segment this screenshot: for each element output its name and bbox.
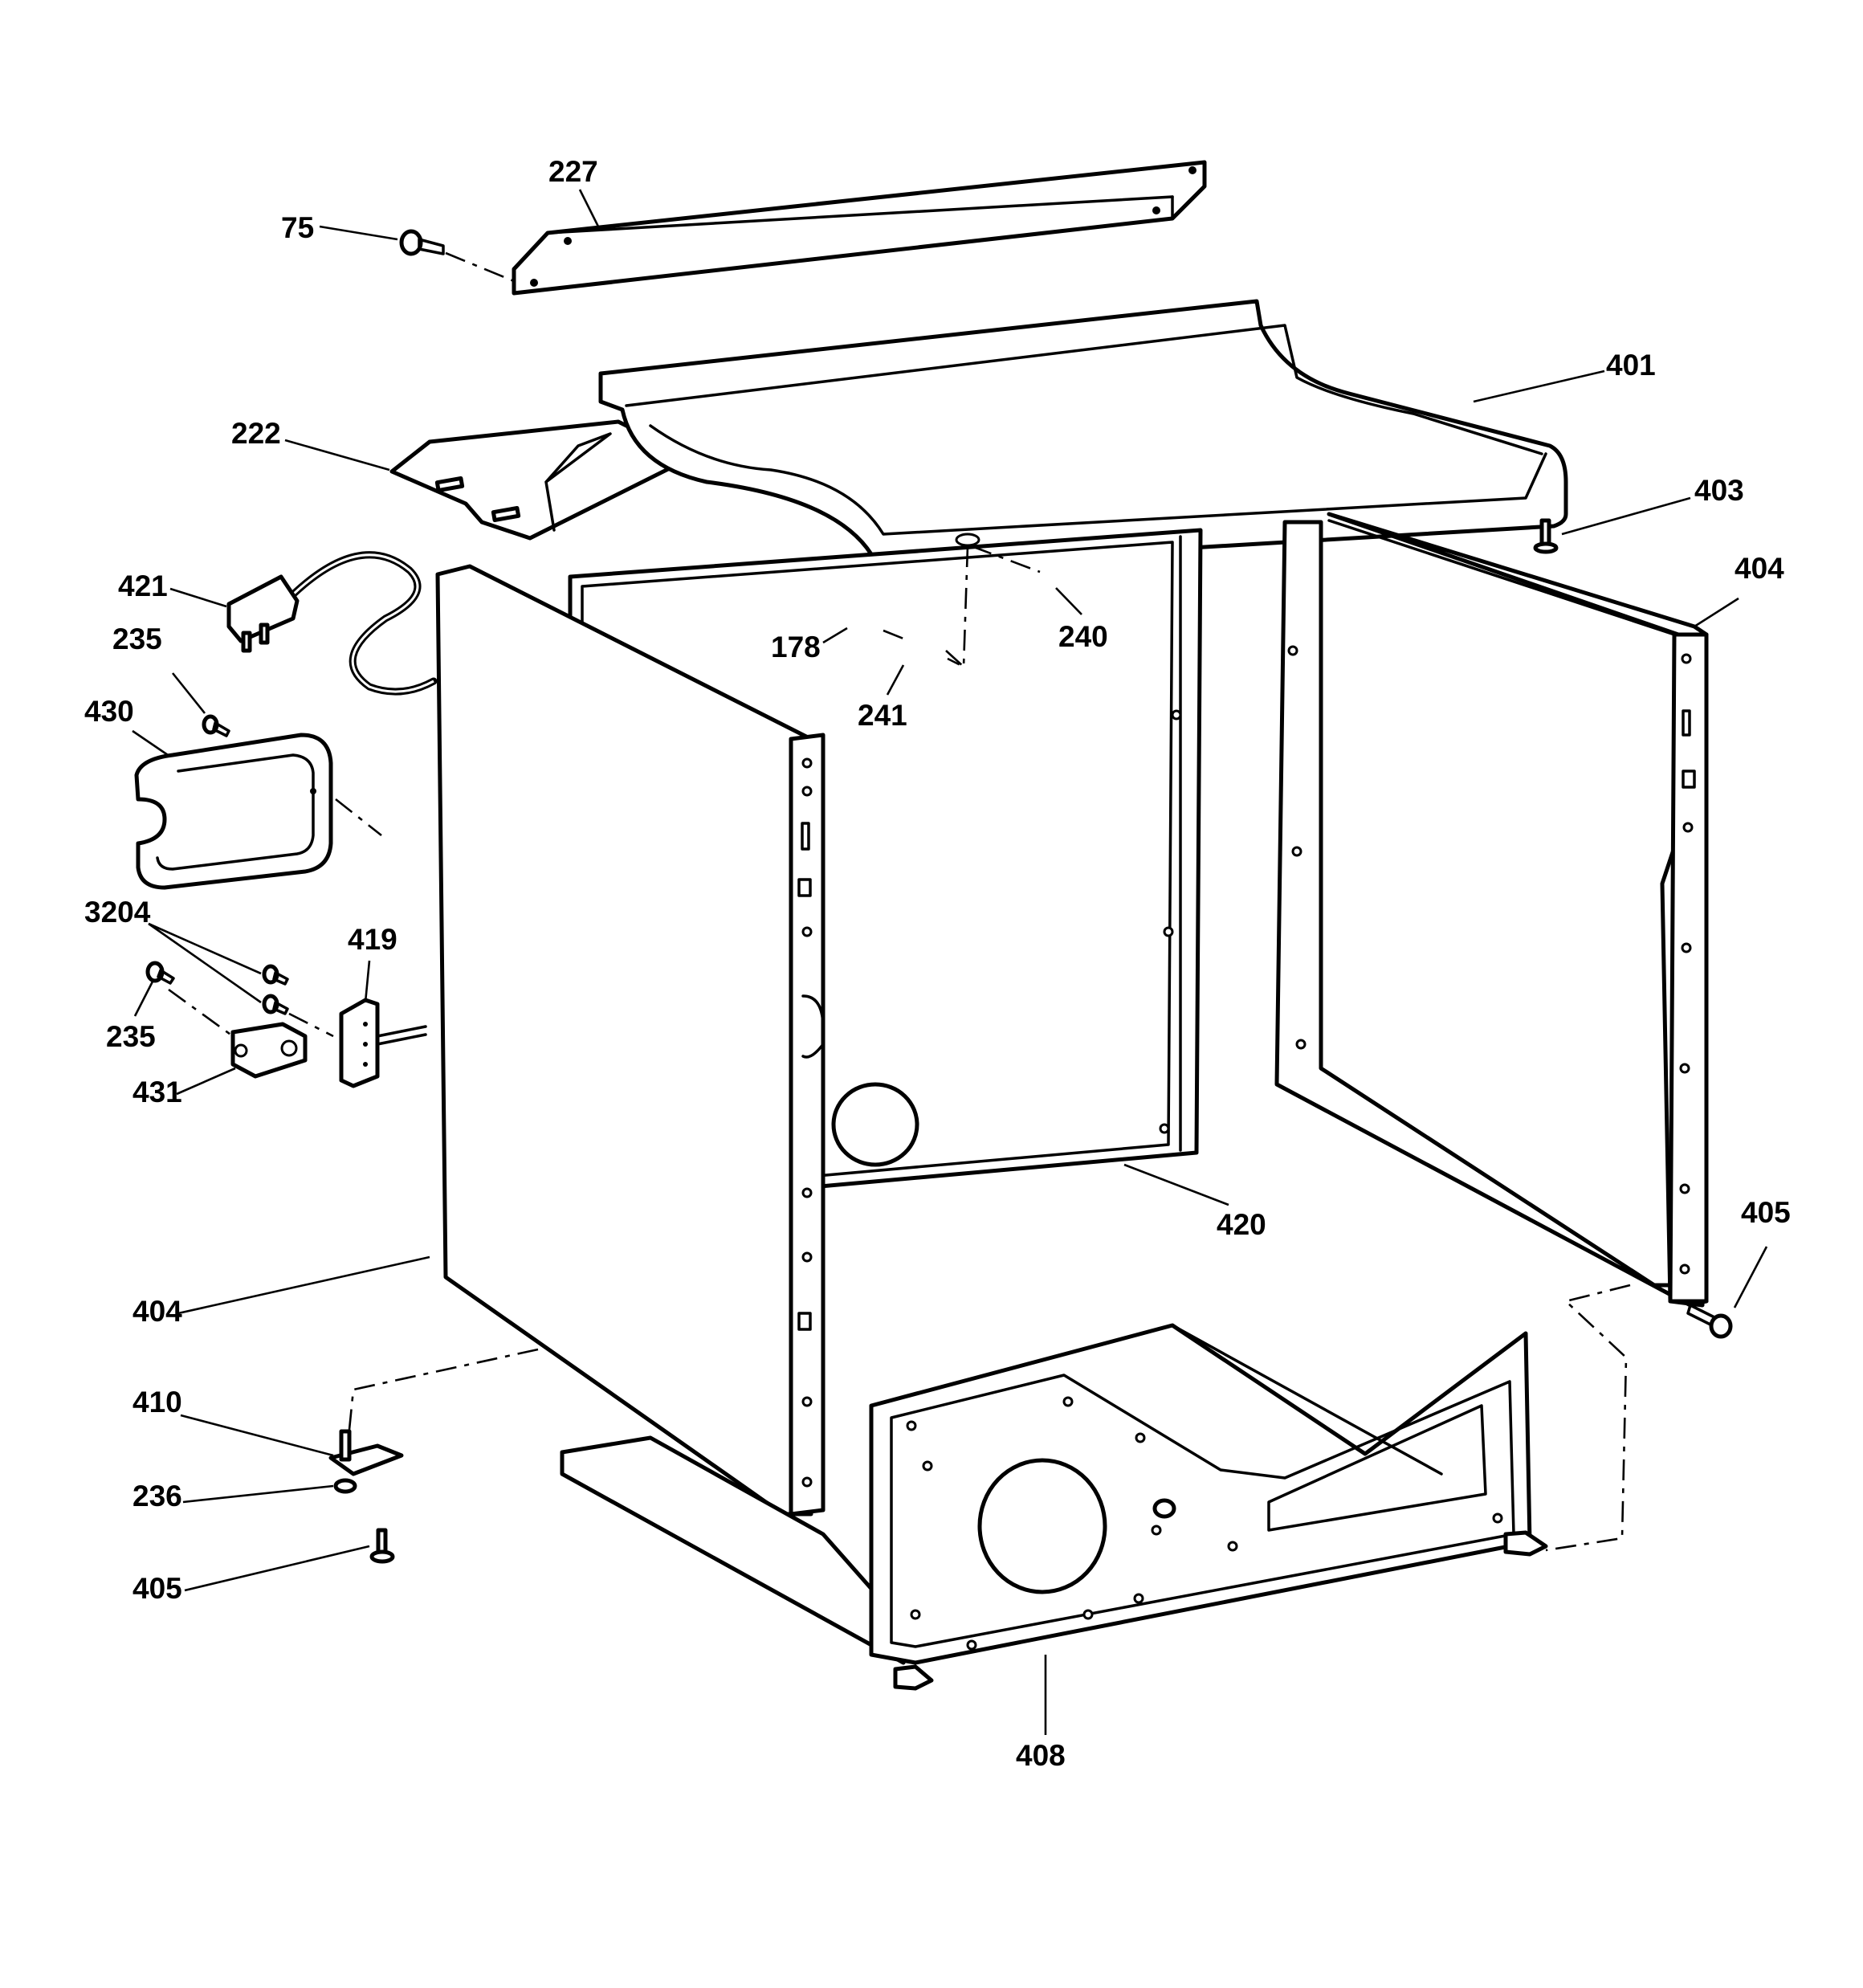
- part-227-top-rail: [512, 160, 1207, 296]
- callout-403: 403: [1694, 474, 1744, 507]
- part-404-left-side-panel: [435, 564, 826, 1517]
- part-401-top-panel: [598, 299, 1568, 569]
- callout-410: 410: [132, 1386, 182, 1419]
- part-430-cord-plate: [134, 733, 333, 890]
- callout-75: 75: [281, 211, 314, 244]
- part-405-right-screw: [1686, 1304, 1733, 1339]
- callout-3204: 3204: [84, 896, 151, 929]
- callout-241: 241: [858, 699, 907, 732]
- callout-408: 408: [1016, 1739, 1066, 1772]
- part-404-right-side-panel: [1274, 512, 1709, 1308]
- part-408-base: [560, 1323, 1548, 1691]
- callout-240: 240: [1058, 620, 1108, 653]
- part-410-leg-bracket: [328, 1429, 404, 1476]
- callout-430: 430: [84, 695, 134, 728]
- part-421-power-cord: [226, 551, 438, 696]
- part-419-terminal-block: [339, 998, 427, 1088]
- callout-404-right: 404: [1735, 552, 1784, 585]
- part-235-lower-screw: [145, 961, 175, 985]
- callout-420: 420: [1217, 1208, 1266, 1241]
- callout-235-lower: 235: [106, 1020, 156, 1053]
- part-3204-screws: [262, 964, 289, 1015]
- part-75-screw: [399, 229, 445, 256]
- part-403-screw: [1533, 518, 1559, 554]
- callout-178: 178: [771, 631, 821, 663]
- callout-431: 431: [132, 1076, 182, 1108]
- callout-235-upper: 235: [112, 623, 162, 655]
- callout-401: 401: [1606, 349, 1656, 382]
- part-405-left-screw: [369, 1528, 395, 1564]
- callout-222: 222: [231, 417, 281, 450]
- rear-panel-opening: [831, 1082, 919, 1167]
- callout-227: 227: [548, 155, 598, 188]
- part-222-rear-bracket: [389, 419, 693, 541]
- leader-lines: [132, 189, 1768, 1735]
- part-236-pad: [333, 1478, 357, 1494]
- callout-421: 421: [118, 569, 168, 602]
- part-235-upper-screw: [202, 714, 230, 737]
- assembly-dash-lines: [168, 251, 1631, 1552]
- callout-404-left: 404: [132, 1295, 182, 1328]
- callout-419: 419: [348, 923, 397, 956]
- callout-236: 236: [132, 1480, 182, 1512]
- part-431-bracket: [230, 1022, 308, 1079]
- callout-405-left: 405: [132, 1572, 182, 1605]
- callout-labels: 227 75 401 222 403 404 421 240 235 178 4…: [84, 155, 1791, 1772]
- callout-405-right: 405: [1741, 1196, 1791, 1229]
